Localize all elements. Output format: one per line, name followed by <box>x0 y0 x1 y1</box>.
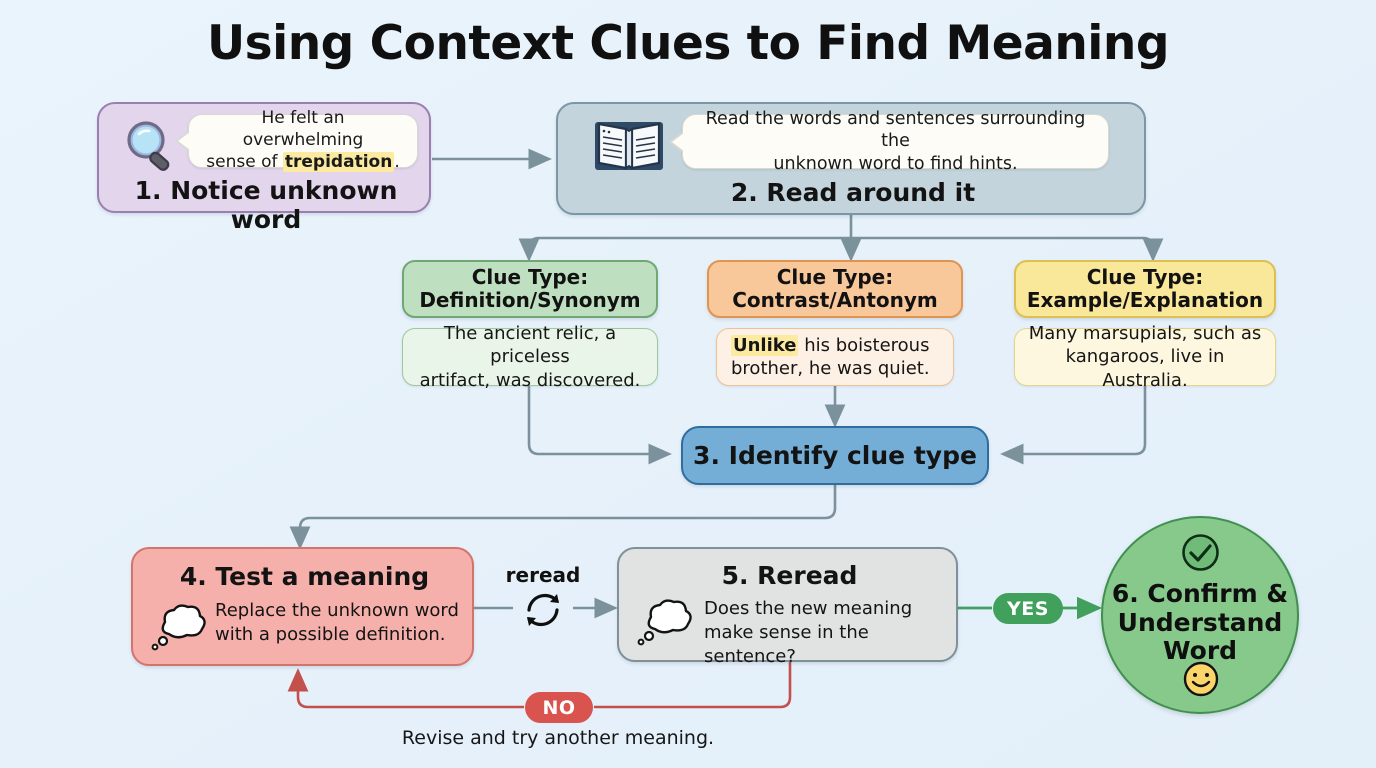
clue-card-1-example: The ancient relic, a priceless artifact,… <box>402 323 658 391</box>
clue-3-example-line2: kangaroos, live in Australia. <box>1065 346 1225 391</box>
clue-3-title-line2: Example/Explanation <box>1026 288 1264 312</box>
thought-cloud-icon <box>637 599 692 646</box>
connector-no-to-step4 <box>287 668 524 709</box>
step-5-heading: 5. Reread <box>721 561 858 590</box>
step-1-heading: 1. Notice unknown word <box>134 176 398 234</box>
page-title: Using Context Clues to Find Meaning <box>206 16 1170 71</box>
step-1-bubble-line2-pre: sense of <box>206 151 283 172</box>
step-2-heading: 2. Read around it <box>730 178 976 207</box>
step-5-body: Does the new meaning make sense in the s… <box>704 597 954 669</box>
step-2-speech-bubble: Read the words and sentences surrounding… <box>669 109 1109 174</box>
clue-card-2-example: Unlike his boisterous brother, he was qu… <box>716 328 954 386</box>
clue-1-example-line2: artifact, was discovered. <box>419 369 641 391</box>
footer-caption: Revise and try another meaning. <box>401 727 715 749</box>
step-4-heading: 4. Test a meaning <box>179 562 430 591</box>
step-6-heading-line3: Word <box>1162 636 1238 666</box>
step-4-body-line1: Replace the unknown word <box>215 600 459 621</box>
connector-step2-to-clue3 <box>851 236 1164 262</box>
clue-2-title-line1: Clue Type: <box>776 264 894 289</box>
clue-3-example-line1: Many marsupials, such as <box>1028 322 1262 344</box>
step-2-read-around-it[interactable]: Read the words and sentences surrounding… <box>556 102 1146 215</box>
clue-card-3-example: Many marsupials, such as kangaroos, live… <box>1014 323 1276 391</box>
step-5-reread[interactable]: 5. Reread Does the new meaning make sens… <box>617 547 958 667</box>
open-book-icon <box>595 122 663 170</box>
check-circle-icon <box>1182 534 1219 571</box>
step-2-bubble-line1: Read the words and sentences surrounding… <box>705 108 1086 152</box>
clue-card-3-title[interactable]: Clue Type: Example/Explanation <box>1014 260 1276 318</box>
step-6-heading-line1: 6. Confirm & <box>1111 579 1289 609</box>
step-1-speech-bubble: He felt an overwhelming sense of trepida… <box>175 108 418 172</box>
thought-cloud-icon <box>151 604 206 651</box>
step-4-body-line2: with a possible definition. <box>215 623 446 645</box>
connector-clue1-to-step3 <box>527 385 672 465</box>
clue-1-title-line1: Clue Type: <box>471 264 589 289</box>
yes-badge: YES <box>993 593 1063 624</box>
clue-2-example-line1-post: his boisterous <box>798 334 930 356</box>
no-badge: NO <box>525 692 593 723</box>
step-6-confirm-understand-word[interactable]: 6. Confirm & Understand Word <box>1101 516 1299 714</box>
step-5-body-line2: make sense in the sentence? <box>704 621 869 667</box>
step-4-body: Replace the unknown word with a possible… <box>215 599 465 647</box>
step-1-bubble-line2-post: . <box>394 151 400 172</box>
clue-1-title-line2: Definition/Synonym <box>419 288 641 312</box>
step-6-heading-line2: Understand <box>1117 607 1283 637</box>
step-1-bubble-highlight: trepidation <box>282 151 395 172</box>
clue-card-1-title[interactable]: Clue Type: Definition/Synonym <box>402 260 658 318</box>
clue-card-2-title[interactable]: Clue Type: Contrast/Antonym <box>707 260 963 318</box>
connector-clue3-to-step3 <box>1000 385 1147 465</box>
clue-2-example-highlight: Unlike <box>731 334 799 356</box>
clue-2-title-line2: Contrast/Antonym <box>732 288 938 312</box>
smiley-face-icon <box>1183 661 1219 697</box>
step-1-notice-unknown-word[interactable]: He felt an overwhelming sense of trepida… <box>97 102 431 234</box>
clue-2-example-line2: brother, he was quiet. <box>731 358 930 379</box>
magnifying-glass-icon <box>127 121 170 171</box>
step-4-test-a-meaning[interactable]: 4. Test a meaning Replace the unknown wo… <box>131 547 474 666</box>
step-5-body-line1: Does the new meaning <box>704 598 913 619</box>
connector-step2-to-clue1 <box>518 236 851 262</box>
reread-label: reread <box>505 563 581 587</box>
step-2-bubble-line2: unknown word to find hints. <box>773 153 1018 174</box>
reread-refresh-icon[interactable] <box>516 588 570 632</box>
clue-1-example-line1: The ancient relic, a priceless <box>443 322 617 368</box>
step-3-heading: 3. Identify clue type <box>693 441 977 470</box>
step-3-identify-clue-type[interactable]: 3. Identify clue type <box>681 426 989 485</box>
connector-step5-to-no <box>594 662 792 709</box>
step-1-bubble-line1: He felt an overwhelming <box>242 108 364 151</box>
connector-step3-to-step4 <box>289 485 837 550</box>
step-6-heading: 6. Confirm & Understand Word <box>1112 580 1288 666</box>
clue-3-title-line1: Clue Type: <box>1086 264 1204 289</box>
